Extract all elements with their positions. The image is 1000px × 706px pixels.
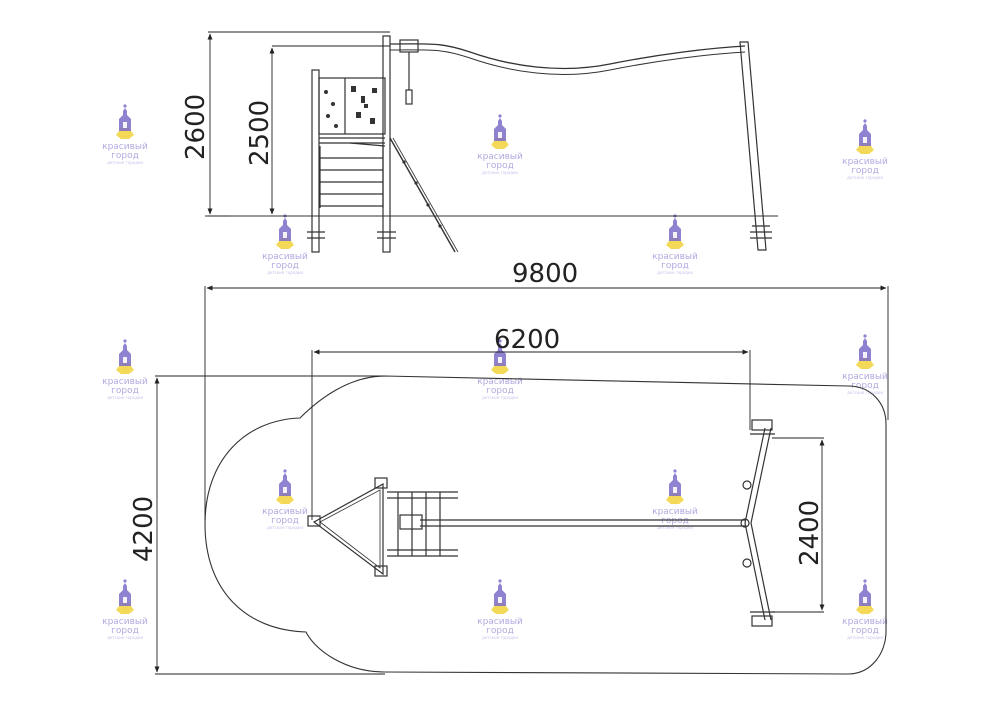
svg-text:красивый: красивый [477, 152, 523, 162]
svg-text:красивый: красивый [842, 617, 888, 627]
svg-text:город: город [271, 516, 299, 526]
svg-text:город: город [486, 386, 514, 396]
svg-text:красивый: красивый [477, 377, 523, 387]
svg-text:красивый: красивый [842, 372, 888, 382]
left-post [311, 69, 320, 253]
svg-text:город: город [486, 626, 514, 636]
svg-text:детские городки: детские городки [107, 635, 143, 640]
svg-text:город: город [851, 381, 879, 391]
total-width-label: 4200 [129, 496, 159, 562]
svg-text:красивый: красивый [842, 157, 888, 167]
span-length-label: 6200 [494, 325, 560, 355]
svg-text:город: город [486, 161, 514, 171]
svg-text:город: город [271, 261, 299, 271]
total-length-label: 9800 [512, 259, 578, 289]
svg-text:город: город [851, 166, 879, 176]
svg-text:красивый: красивый [102, 377, 148, 387]
svg-text:красивый: красивый [652, 252, 698, 262]
triangle-base [312, 482, 384, 576]
aframe-leg-top [744, 427, 772, 524]
svg-text:детские городки: детские городки [267, 270, 303, 275]
climbing-holds [324, 86, 377, 128]
svg-text:детские городки: детские городки [847, 390, 883, 395]
svg-text:красивый: красивый [262, 252, 308, 262]
svg-text:детские городки: детские городки [847, 175, 883, 180]
side-elevation [205, 35, 778, 253]
svg-text:детские городки: детские городки [657, 525, 693, 530]
safety-zone [204, 375, 887, 675]
plan-dimensions [154, 285, 889, 675]
svg-text:детские городки: детские городки [657, 270, 693, 275]
center-post [382, 35, 391, 253]
svg-text:город: город [661, 261, 689, 271]
svg-text:детские городки: детские городки [107, 160, 143, 165]
svg-text:город: город [851, 626, 879, 636]
svg-text:детские городки: детские городки [107, 395, 143, 400]
svg-text:красивый: красивый [102, 142, 148, 152]
side-dimensions [207, 31, 390, 217]
svg-text:детские городки: детские городки [267, 525, 303, 530]
svg-text:детские городки: детские городки [482, 170, 518, 175]
corner-post [374, 477, 388, 489]
plan-view [204, 375, 887, 675]
leg-spread-label: 2400 [795, 500, 825, 566]
svg-text:красивый: красивый [652, 507, 698, 517]
svg-text:красивый: красивый [477, 617, 523, 627]
rope-ladder [389, 137, 456, 253]
svg-text:красивый: красивый [102, 617, 148, 627]
zipline-cable [389, 43, 746, 70]
aframe-leg-bottom [744, 522, 772, 621]
right-post [739, 41, 767, 251]
svg-text:город: город [111, 386, 139, 396]
svg-text:детские городки: детские городки [847, 635, 883, 640]
svg-text:город: город [111, 626, 139, 636]
svg-text:детские городки: детские городки [482, 395, 518, 400]
height-outer-label: 2600 [181, 94, 211, 160]
svg-text:детские городки: детские городки [482, 635, 518, 640]
svg-text:красивый: красивый [262, 507, 308, 517]
height-inner-label: 2500 [245, 100, 275, 166]
climbing-wall [318, 77, 386, 135]
svg-text:город: город [111, 151, 139, 161]
svg-text:город: город [661, 516, 689, 526]
